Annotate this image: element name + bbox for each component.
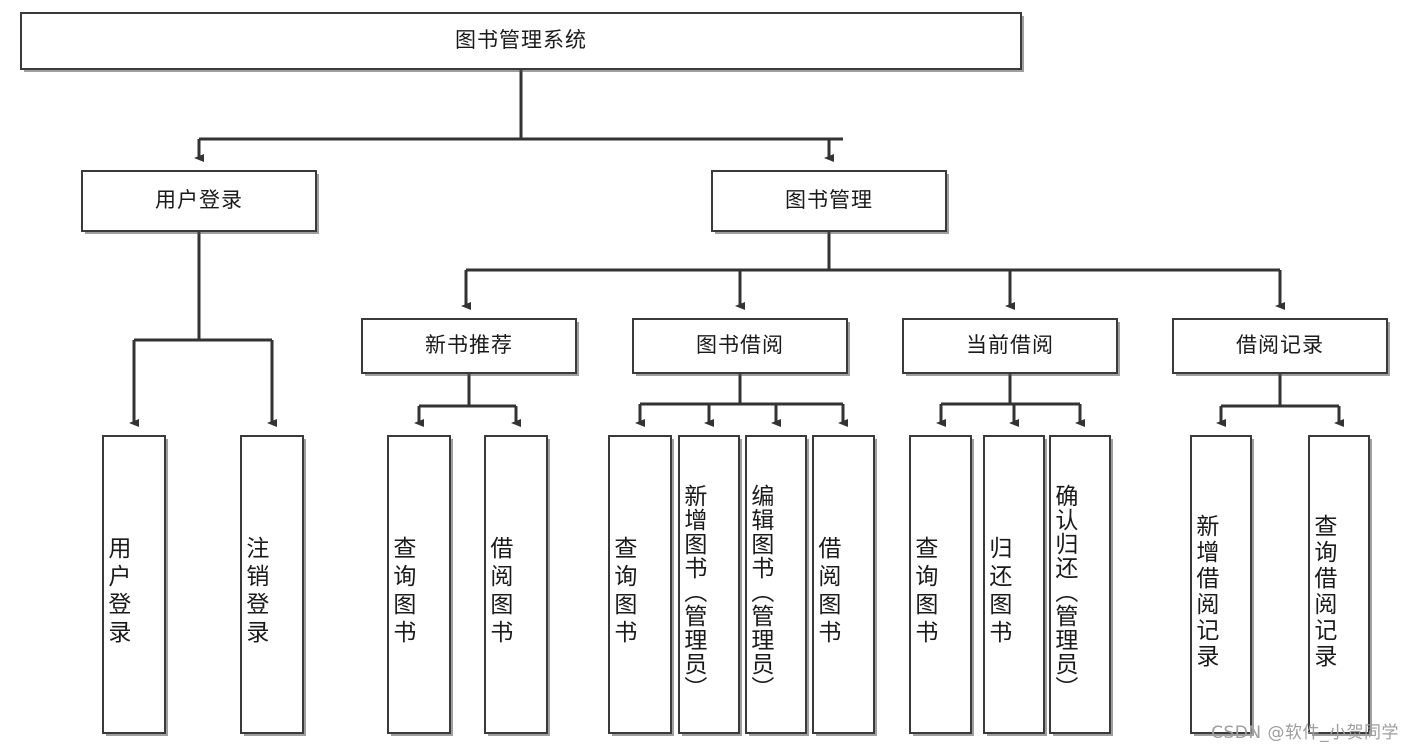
node-leaf-label: 查询图书 [609,535,636,648]
node-book-management[interactable]: 图书管理 [711,170,947,232]
node-leaf-label: 借阅图书 [813,535,840,648]
node-borrow-records-label: 借阅记录 [1236,333,1324,358]
node-leaf-borrow-book[interactable]: 借阅图书 [812,435,875,734]
node-leaf-label: 编辑图书（管理员） [746,483,773,700]
node-leaf-label: 归还图书 [984,535,1011,648]
node-user-login[interactable]: 用户登录 [81,170,317,232]
node-leaf-query-book-current[interactable]: 查询图书 [909,435,972,734]
node-leaf-label: 查询借阅记录 [1309,513,1336,670]
node-leaf-return-book[interactable]: 归还图书 [983,435,1045,734]
node-leaf-edit-book-admin[interactable]: 编辑图书（管理员） [745,435,807,734]
node-leaf-label: 确认归还（管理员） [1050,483,1077,700]
node-current-borrow-label: 当前借阅 [966,333,1054,358]
node-leaf-label: 注销登录 [241,535,268,648]
node-leaf-label: 查询图书 [910,535,937,648]
node-root-system[interactable]: 图书管理系统 [20,12,1022,70]
watermark-credit: CSDN @软件_小贺同学 [1211,723,1399,743]
node-leaf-query-book-recommend[interactable]: 查询图书 [387,435,451,734]
node-book-borrow[interactable]: 图书借阅 [632,318,848,374]
node-new-book-recommend-label: 新书推荐 [425,333,513,358]
node-current-borrow[interactable]: 当前借阅 [902,318,1118,374]
node-book-borrow-label: 图书借阅 [696,333,784,358]
node-leaf-label: 新增借阅记录 [1191,513,1218,670]
node-leaf-logout[interactable]: 注销登录 [240,435,304,734]
node-leaf-label: 用户登录 [103,535,130,648]
node-borrow-records[interactable]: 借阅记录 [1172,318,1388,374]
node-leaf-query-book-borrow[interactable]: 查询图书 [608,435,672,734]
node-root-label: 图书管理系统 [455,28,587,53]
node-leaf-borrow-book-recommend[interactable]: 借阅图书 [484,435,548,734]
node-leaf-label: 新增图书（管理员） [679,483,706,700]
node-new-book-recommend[interactable]: 新书推荐 [361,318,577,374]
node-leaf-add-borrow-record[interactable]: 新增借阅记录 [1190,435,1252,734]
node-leaf-user-login[interactable]: 用户登录 [102,435,166,734]
node-leaf-label: 查询图书 [388,535,415,648]
node-leaf-confirm-return-admin[interactable]: 确认归还（管理员） [1049,435,1111,734]
node-leaf-query-borrow-record[interactable]: 查询借阅记录 [1308,435,1370,734]
node-user-login-label: 用户登录 [155,188,243,213]
node-leaf-label: 借阅图书 [485,535,512,648]
node-leaf-add-book-admin[interactable]: 新增图书（管理员） [678,435,740,734]
node-book-management-label: 图书管理 [785,188,873,213]
